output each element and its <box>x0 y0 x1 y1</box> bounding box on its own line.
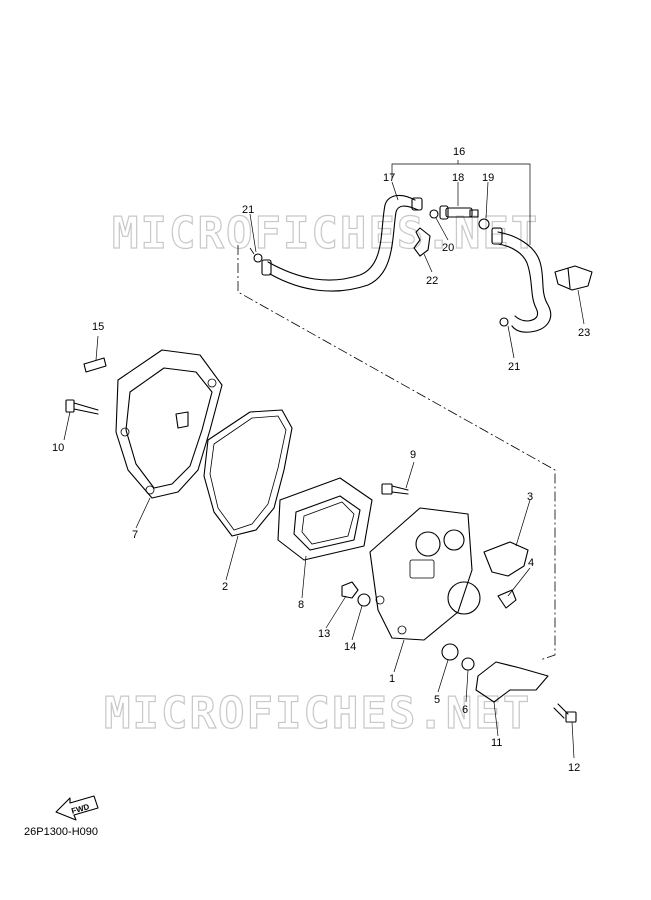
label-15 <box>83 357 107 373</box>
leader-lines <box>63 181 585 759</box>
assembly-outline <box>237 245 556 661</box>
callout-7: 7 <box>132 529 138 541</box>
gasket-3 <box>483 541 529 577</box>
callout-22: 22 <box>426 275 438 287</box>
callout-12: 12 <box>568 762 580 774</box>
callout-18: 18 <box>452 172 464 184</box>
callout-8: 8 <box>298 599 304 611</box>
clip-21-bottom <box>499 317 509 327</box>
fwd-label: FWD <box>70 802 90 816</box>
clip-20 <box>429 209 439 219</box>
gasket-2 <box>203 409 293 537</box>
bolt-12 <box>553 703 577 723</box>
bracket-16 <box>391 160 531 245</box>
screw-10 <box>65 399 99 415</box>
watermark-bottom: MICROFICHES.NET <box>104 688 531 739</box>
callout-1: 1 <box>389 673 395 685</box>
callout-2: 2 <box>222 581 228 593</box>
callout-15: 15 <box>92 321 104 333</box>
callout-3: 3 <box>527 491 533 503</box>
part-4 <box>497 589 517 609</box>
callout-19: 19 <box>482 172 494 184</box>
callout-16: 16 <box>453 146 465 158</box>
clamp-23 <box>554 265 593 291</box>
hose-17 <box>261 194 423 292</box>
callout-17: 17 <box>383 172 395 184</box>
oring-19 <box>478 218 490 230</box>
bracket-11 <box>475 661 549 703</box>
element-8 <box>277 477 373 561</box>
callout-5: 5 <box>434 694 440 706</box>
callout-21-bottom: 21 <box>508 361 520 373</box>
callout-21-top: 21 <box>242 204 254 216</box>
hose-16-right <box>491 227 552 333</box>
nut-13 <box>341 581 359 599</box>
clip-21-top <box>249 247 263 263</box>
callout-9: 9 <box>410 449 416 461</box>
callout-20: 20 <box>442 242 454 254</box>
callout-10: 10 <box>52 442 64 454</box>
collar-6 <box>461 657 475 671</box>
watermark-top: MICROFICHES.NET <box>112 208 539 259</box>
washer-14 <box>357 593 371 607</box>
screw-9 <box>381 483 409 495</box>
case-1 <box>369 507 481 641</box>
callout-13: 13 <box>318 628 330 640</box>
callout-4: 4 <box>528 557 534 569</box>
fwd-arrow-icon: FWD <box>55 795 99 821</box>
cover-7 <box>115 349 223 499</box>
callout-11: 11 <box>491 737 502 749</box>
callout-6: 6 <box>462 704 468 716</box>
diagram-code: 26P1300-H090 <box>24 826 99 838</box>
fitting-18 <box>439 205 479 220</box>
bracket-22 <box>413 227 431 257</box>
callout-23: 23 <box>578 327 590 339</box>
grommet-5 <box>441 643 459 661</box>
callout-14: 14 <box>344 641 356 653</box>
